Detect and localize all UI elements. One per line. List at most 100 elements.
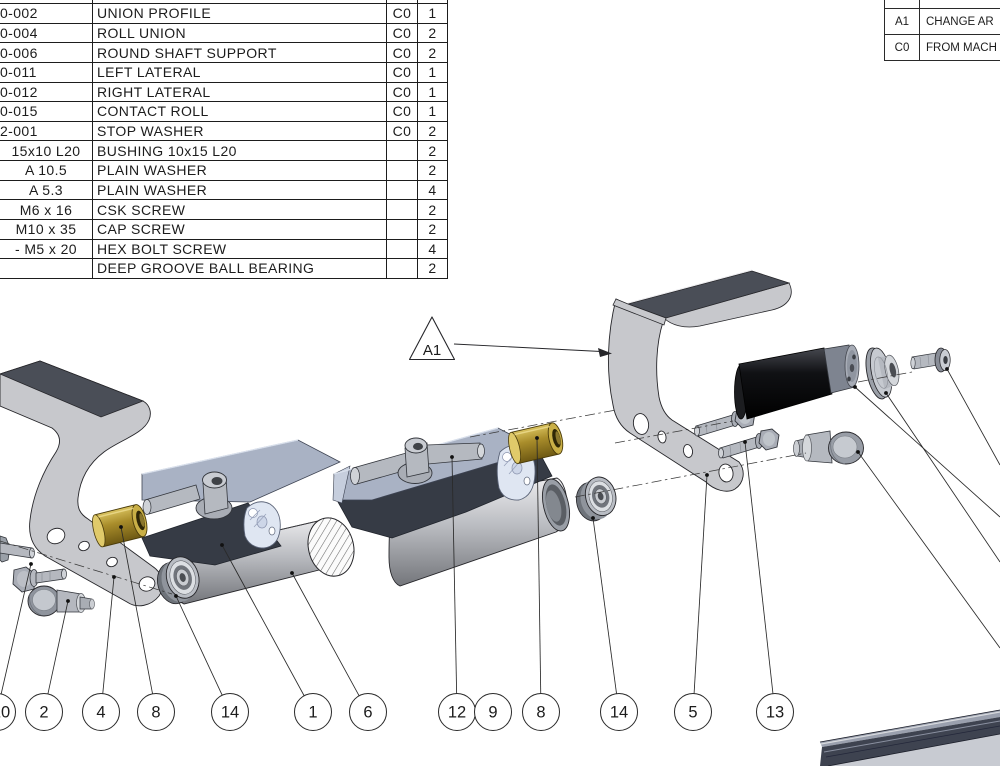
bom-description: ROLL UNION	[93, 23, 387, 43]
bracket-top-face	[0, 360, 145, 418]
rubber-roller	[734, 344, 860, 420]
profile-bar	[819, 709, 1000, 766]
stop-washer	[865, 347, 900, 400]
leader-dot	[591, 516, 595, 520]
balloon-number: 14	[221, 704, 239, 722]
leader-line	[47, 600, 69, 695]
bom-revision: C0	[387, 102, 418, 121]
bom-qty: 1	[418, 102, 448, 121]
centerlines	[0, 371, 913, 595]
leader-dot	[29, 562, 33, 566]
revision-id: A1	[884, 9, 920, 34]
balloon-number: 4	[96, 704, 105, 722]
bom-part-number: A 5.3	[0, 180, 93, 200]
leader-dots	[29, 367, 949, 603]
bom-description: HEX BOLT SCREW	[93, 239, 387, 259]
csk-screw	[910, 347, 951, 373]
revision-row: A1 CHANGE AR	[884, 9, 1000, 35]
revision-description: DISPLAY S	[920, 0, 1000, 8]
balloon-number: 10	[0, 704, 10, 722]
bom-description: CSK SCREW	[93, 200, 387, 219]
bom-part-number: 2-001	[0, 121, 93, 141]
bom-part-number: 0-015	[0, 102, 93, 121]
revision-description: CHANGE AR	[926, 15, 994, 28]
bom-revision: C0	[387, 23, 418, 43]
revision-description: FROM MACH	[926, 41, 997, 54]
leader-lines	[0, 368, 1000, 696]
bom-qty: 4	[418, 239, 448, 259]
bom-qty: 2	[418, 121, 448, 141]
bom-part-number: M6 x 16	[0, 200, 93, 219]
bom-revision: C0	[387, 43, 418, 62]
balloon: 8	[137, 693, 175, 731]
bom-qty: 4	[418, 180, 448, 200]
balloon: 10	[0, 693, 16, 731]
leader-dot	[856, 450, 860, 454]
bom-qty: 1	[418, 62, 448, 82]
bom-part-number: - M5 x 20	[0, 239, 93, 259]
bom-qty: 2	[418, 141, 448, 160]
bom-revision: C0	[387, 62, 418, 82]
bom-part-number: 0-004	[0, 23, 93, 43]
leader-line	[0, 563, 32, 695]
leader-dot	[174, 594, 178, 598]
bom-part-number: M10 x 35	[0, 219, 93, 239]
leader-line	[536, 437, 542, 694]
leader-line	[854, 386, 1000, 518]
balloon: 14	[600, 693, 638, 731]
ball-bearing-middle	[575, 476, 617, 522]
balloon-number: 8	[536, 704, 545, 722]
leader-dot	[535, 436, 539, 440]
bom-revision	[387, 219, 418, 239]
balloon-number: 2	[39, 704, 48, 722]
balloon-number: 14	[610, 704, 628, 722]
leader-line	[102, 576, 115, 694]
bushing-middle	[508, 422, 564, 464]
balloon-number: 6	[363, 704, 372, 722]
leader-line	[291, 572, 360, 696]
bom-part-number: 15x10 L20	[0, 141, 93, 160]
leader-dot	[945, 367, 949, 371]
balloon: 9	[474, 693, 512, 731]
leader-line	[744, 441, 774, 694]
union-flanged-bushing-left	[195, 471, 233, 520]
balloon-number: 5	[688, 704, 697, 722]
balloon: 2	[25, 693, 63, 731]
hex-bolt-right-b	[718, 428, 780, 459]
leader-arrowhead	[598, 348, 612, 357]
leader-dot	[705, 473, 709, 477]
leader-line	[451, 456, 458, 694]
bom-part-number: A 10.5	[0, 161, 93, 180]
bom-qty: 2	[418, 23, 448, 43]
roll-union-left	[141, 439, 341, 566]
leader-dot	[450, 455, 454, 459]
bom-qty: 2	[418, 161, 448, 180]
bom-revision	[387, 259, 418, 278]
leader-line	[693, 474, 708, 694]
bom-description: BUSHING 10x15 L20	[93, 141, 387, 160]
union-pin-left	[142, 484, 201, 515]
balloon: 1	[294, 693, 332, 731]
bom-description: PLAIN WASHER	[93, 180, 387, 200]
bom-revision: C0	[387, 121, 418, 141]
union-keyed-face-left	[243, 501, 281, 549]
bom-qty: 2	[418, 43, 448, 62]
bom-qty: 2	[418, 200, 448, 219]
leader-dot	[743, 440, 747, 444]
bom-part-number: 0-012	[0, 82, 93, 102]
balloon: 14	[211, 693, 249, 731]
leader-dot	[66, 599, 70, 603]
